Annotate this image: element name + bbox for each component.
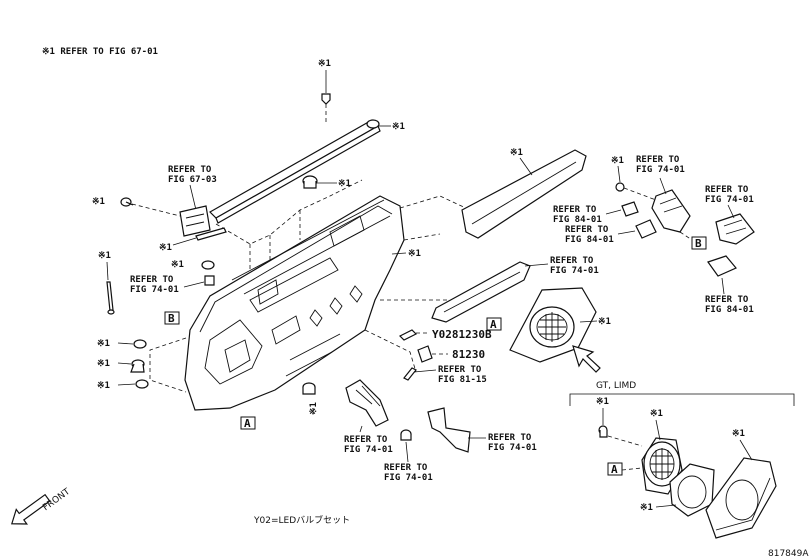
guide-lines — [149, 179, 471, 393]
header-note: ※1 REFER TO FIG 67-01 — [42, 47, 158, 57]
clip-top — [321, 93, 331, 105]
gt-group-bracket — [569, 393, 795, 406]
part-81230: 81230 — [452, 348, 485, 361]
refer-fig-74-f: FIG 74-01 — [636, 165, 685, 175]
refer-to-74-c: REFER TO — [344, 435, 388, 445]
refer-fig-67-03: FIG 67-03 — [168, 175, 217, 185]
mark-clip-bottom: ※1 — [309, 402, 319, 415]
box-a-right-label: A — [611, 463, 618, 476]
mark-garnish: ※1 — [510, 148, 523, 158]
callout-box-a-left — [240, 416, 256, 430]
speaker-grille — [509, 287, 597, 363]
mark-speaker-screw: ※1 — [596, 397, 609, 407]
door-rod — [106, 281, 115, 315]
speaker-cover — [705, 457, 777, 539]
mark-spacer: ※1 — [640, 503, 653, 513]
refer-fig-81-15: FIG 81-15 — [438, 375, 487, 385]
armrest-trim — [431, 261, 531, 323]
refer-fig-74-b: FIG 74-01 — [550, 266, 599, 276]
refer-to-74-d: REFER TO — [384, 463, 428, 473]
refer-to-84-a: REFER TO — [553, 205, 597, 215]
front-arrow-icon — [11, 493, 51, 525]
callout-box-b-left — [164, 311, 180, 325]
door-trim-panel — [184, 195, 405, 411]
refer-fig-74-a: FIG 74-01 — [130, 285, 179, 295]
refer-to-74-a: REFER TO — [130, 275, 174, 285]
part-y0281230b: Y0281230B — [432, 328, 492, 341]
mark-clip-left: ※1 — [171, 260, 184, 270]
refer-to-67-03-a: REFER TO — [168, 165, 212, 175]
mark-cover: ※1 — [732, 429, 745, 439]
screw-bottom — [400, 429, 412, 441]
mark-screw-left: ※1 — [92, 197, 105, 207]
footnote: Y02=LEDバルブセット — [253, 514, 350, 526]
switch-housing-small — [204, 275, 215, 286]
belt-weatherstrip — [209, 119, 381, 224]
box-a-left-label: A — [244, 417, 251, 430]
switch-b — [635, 219, 657, 239]
direction-arrow — [572, 345, 601, 373]
screw-speaker — [598, 425, 608, 438]
refer-fig-84-b: FIG 84-01 — [565, 235, 614, 245]
refer-fig-84-a: FIG 84-01 — [553, 215, 602, 225]
box-b-right-label: B — [695, 237, 702, 250]
refer-fig-74-e: FIG 74-01 — [488, 443, 537, 453]
mark-rod: ※1 — [159, 243, 172, 253]
mark-clip-top: ※1 — [318, 59, 331, 69]
lamp-part — [417, 345, 433, 363]
mark-belt: ※1 — [392, 122, 405, 132]
mark-clip-ll-3: ※1 — [97, 381, 110, 391]
gt-limd-label: GT, LIMD — [596, 381, 636, 391]
callout-box-a-mid — [486, 317, 502, 331]
mark-clip-upper: ※1 — [338, 179, 351, 189]
switch-a — [621, 201, 639, 217]
mark-clip-ll-2: ※1 — [97, 359, 110, 369]
mark-speaker: ※1 — [650, 409, 663, 419]
box-b-left-label: B — [168, 312, 175, 325]
pocket-bracket — [427, 407, 471, 453]
refer-to-74-e: REFER TO — [488, 433, 532, 443]
clip-lamp — [403, 367, 417, 381]
callout-box-b-right — [691, 236, 707, 250]
clip-left — [201, 260, 215, 270]
upper-trim-garnish — [461, 149, 587, 239]
refer-to-74-f: REFER TO — [636, 155, 680, 165]
screw-left — [120, 197, 134, 207]
clips-lower-left — [130, 339, 149, 389]
mark-clip-ll-1: ※1 — [97, 339, 110, 349]
refer-fig-84-c: FIG 84-01 — [705, 305, 754, 315]
refer-fig-74-d: FIG 74-01 — [384, 473, 433, 483]
switch-cover — [707, 255, 737, 277]
mark-switch-screw: ※1 — [611, 156, 624, 166]
inner-handle-bracket — [179, 205, 227, 241]
switch-base — [715, 213, 755, 245]
clip-upper — [302, 175, 318, 189]
screw-switch — [615, 182, 625, 192]
lower-bracket — [345, 379, 389, 427]
refer-to-84-b: REFER TO — [565, 225, 609, 235]
diagram-id: 817849A — [768, 549, 809, 559]
mark-panel: ※1 — [408, 249, 421, 259]
refer-to-81-15: REFER TO — [438, 365, 482, 375]
refer-fig-74-c: FIG 74-01 — [344, 445, 393, 455]
mark-rod-left: ※1 — [98, 251, 111, 261]
refer-fig-74-g: FIG 74-01 — [705, 195, 754, 205]
box-a-mid-label: A — [490, 318, 497, 331]
bulb-part — [398, 329, 418, 341]
switch-panel — [651, 189, 691, 233]
refer-to-74-g: REFER TO — [705, 185, 749, 195]
callout-box-a-right — [607, 462, 623, 476]
refer-to-74-b: REFER TO — [550, 256, 594, 266]
refer-to-84-c: REFER TO — [705, 295, 749, 305]
clip-bottom — [302, 382, 316, 395]
mark-grille: ※1 — [598, 317, 611, 327]
